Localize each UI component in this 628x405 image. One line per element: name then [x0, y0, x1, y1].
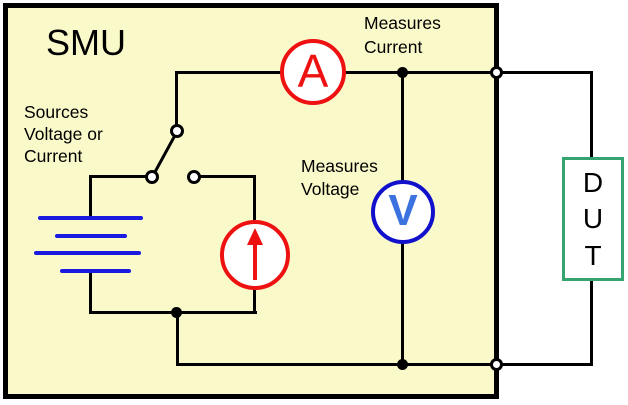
battery-plate-short-2 — [60, 269, 131, 273]
measures-current-line: Current — [364, 37, 423, 57]
battery-plate-long-1 — [38, 216, 143, 220]
dut-letter: U — [582, 203, 604, 234]
wire-switch-to-source — [194, 175, 256, 178]
wire-dut-bottom-vertical — [590, 277, 593, 366]
switch-terminal-left — [145, 170, 159, 184]
wire-bottom-horizontal — [176, 363, 593, 366]
smu-title: SMU — [46, 22, 126, 63]
measures-voltage-line: Voltage — [301, 179, 360, 199]
measures-voltage-line: Measures — [301, 156, 378, 176]
wire-battery-top-vertical — [89, 175, 92, 219]
measures-current-line: Measures — [364, 13, 441, 33]
wire-top-horizontal — [175, 71, 593, 74]
battery-plate-short-1 — [55, 234, 127, 238]
wire-switch-top-vertical — [175, 71, 178, 127]
up-arrow-icon — [224, 224, 286, 286]
dut-letter: T — [584, 239, 602, 271]
ammeter-letter: A — [297, 44, 329, 97]
arrow-shaft — [253, 244, 257, 280]
ammeter-icon: A — [280, 39, 346, 105]
wire-source-bottom-vertical — [253, 288, 256, 314]
wire-bottom-drop-vertical — [176, 311, 179, 366]
dut-box: D U T — [562, 157, 624, 281]
wire-battery-bottom-vertical — [89, 270, 92, 314]
voltmeter-icon: V — [371, 180, 435, 244]
sources-label-line: Current — [24, 146, 83, 166]
voltmeter-letter: V — [388, 185, 418, 235]
current-source-icon — [220, 220, 290, 290]
junction-dot-top — [397, 67, 408, 78]
measures-current-label: Measures Current — [364, 11, 441, 59]
wire-source-top-vertical — [253, 175, 256, 223]
sources-label-line: Voltage or — [24, 124, 103, 144]
wire-battery-to-switch — [89, 175, 155, 178]
wire-dut-top-vertical — [590, 71, 593, 161]
sources-label: Sources Voltage or Current — [24, 101, 103, 167]
junction-dot-bottom — [397, 359, 408, 370]
terminal-node-bottom — [490, 358, 503, 371]
junction-dot-bottom-left — [171, 307, 182, 318]
measures-voltage-label: Measures Voltage — [301, 155, 378, 201]
sources-label-line: Sources — [24, 102, 89, 122]
terminal-node-top — [490, 66, 503, 79]
arrow-head — [247, 228, 263, 245]
dut-letter: D — [582, 166, 604, 198]
switch-terminal-top — [170, 124, 184, 138]
battery-plate-long-2 — [34, 251, 141, 255]
switch-terminal-right — [187, 170, 201, 184]
